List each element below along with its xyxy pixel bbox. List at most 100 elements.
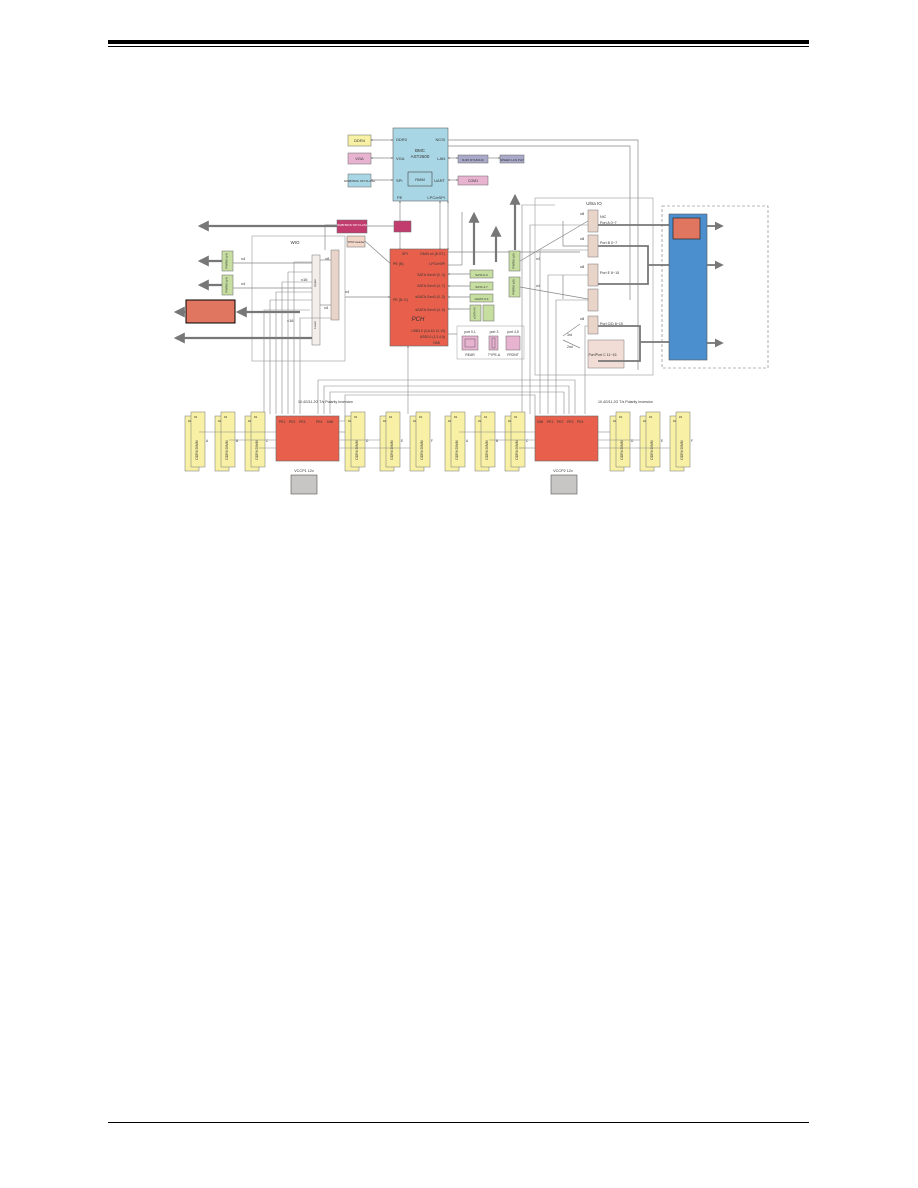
dimm-channel: D (366, 439, 369, 443)
bmc-pin-lpc: LPC/eSPI (427, 195, 445, 200)
sata-4-7-label: SATA 4-7 (475, 285, 488, 289)
pch-usb2: USB2.0 (1,2,4,6) (420, 335, 445, 339)
cpu1-vr-label: VCCP1 12v (294, 469, 314, 473)
bios-flash: 32MB BIOS SPI FLASH (336, 219, 412, 234)
riser-upper-label: Upper (313, 279, 317, 287)
dimm-slot-number: #1 (389, 415, 393, 419)
dimm-slot (250, 411, 266, 468)
nvme-left-1-label: PWRM (x4) (225, 253, 229, 269)
dimm-slot-number: #1 (419, 415, 423, 419)
nvme-slot-left-1: PWRM (x4) x4 (221, 250, 246, 272)
pch-usb3: USB3.0 (4,6,10,12,13) (411, 329, 445, 333)
uio-x4b-label: x4 (536, 283, 541, 288)
uio-port-b: Port B 0~7 (600, 241, 617, 245)
cpu2-pe1: PE1 (547, 420, 554, 424)
dimm-slot-number: #1 (649, 415, 653, 419)
cpu1-block: 10.4G/11.2G T/s Polarity Inversion PE1 P… (275, 400, 353, 462)
aiom-arrows (707, 221, 724, 348)
uio-nic: NIC (600, 215, 607, 219)
dimm-slot (415, 411, 431, 468)
usb-front-label: FRONT (507, 353, 519, 357)
upi-links (339, 394, 536, 422)
com-label: COM1 (468, 179, 478, 183)
cpu1-link-note: 10.4G/11.2G T/s Polarity Inversion (298, 400, 353, 404)
bmc-pin-vga: VGA (396, 156, 405, 161)
bmc-pin-lan: LAN (437, 156, 445, 161)
bios-flash-label: 32MB BIOS SPI FLASH (336, 223, 368, 227)
pch-dmi: DMI (433, 341, 440, 345)
dimm-slot-number: #2 (218, 419, 222, 423)
bmc-pin-ddr: DDR3 (396, 137, 408, 142)
uio-port-e: Port E 8~15 (600, 271, 619, 275)
dimm-slot (510, 411, 526, 468)
left-io-arrows (173, 220, 337, 344)
ssata-0-3-label: sSATA 0-3 (475, 297, 489, 301)
pch-spi: SPI (402, 252, 408, 256)
uio-2nd: 2nd (567, 345, 573, 349)
uio-slot1-label: PWRM (x8) (512, 253, 516, 269)
dimm-slot (190, 411, 206, 468)
uio-port-c: Port C 11~15 (595, 353, 616, 357)
dimm-slot-number: #1 (619, 415, 623, 419)
dimm-slot-number: #1 (679, 415, 683, 419)
dimm-channel: E (661, 439, 663, 443)
dimm-channel: A (206, 439, 209, 443)
dimm-slot (350, 411, 366, 468)
cpu1-pe4: PE4 (316, 420, 323, 424)
dimm-slot-number: #1 (514, 415, 518, 419)
bmc-spi-flash-label: 32MB BMC SPI FLASH (344, 179, 376, 183)
nvme-left-1-lane: x4 (241, 256, 246, 261)
ultra-io-label: Ultra IO (586, 201, 602, 206)
dimm-label: DDR4 DIMM (390, 440, 394, 459)
dimm-slot-number: #2 (673, 419, 677, 423)
cpu2-pe4: PE4 (577, 420, 584, 424)
dimm-slot (615, 411, 631, 468)
dimm-slot-number: #1 (354, 415, 358, 419)
dimm-slot-number: #2 (383, 419, 387, 423)
dimm-slot-number: #1 (194, 415, 198, 419)
bmc-pin-ncsi: NCSI (435, 137, 445, 142)
dimm-slot (480, 411, 496, 468)
wio-riser-box: WIO (251, 235, 346, 362)
header-rule-thin (108, 46, 809, 47)
pch-ssata-4-5: sSATA Gen3 (4..5) (415, 308, 445, 312)
dimm-channel: B (496, 439, 498, 443)
pch-block: PCH DMI3 x4 (8 GT) LPC/eSPI PE (B) SATA … (389, 248, 449, 347)
dimm-slot (645, 411, 661, 468)
tpm-label: TPM Header (347, 240, 364, 244)
bmc-peripherals: DDR4 VGA 32MB BMC SPI FLASH RJ45 RTL8211… (344, 134, 525, 188)
riser-connectors: Upper Lower x8 x16 x4 x16 x4 (287, 249, 350, 346)
usb-typea-icon (488, 335, 499, 351)
dimm-channel: B (236, 439, 238, 443)
dimm-slot (220, 411, 236, 468)
dimm-label: DDR4 DIMM (355, 440, 359, 459)
bmc-title: BMC (415, 148, 426, 153)
cpu2-vr: VCCP2 12v (550, 469, 578, 495)
cpu1-vr: VCCP1 12v (290, 469, 318, 495)
dimm-slot-number: #2 (508, 419, 512, 423)
pch-dmi-port: DMI3 x4 (8 GT) (420, 252, 445, 256)
uio-x4-label: x4 (536, 256, 541, 261)
riser-x16b-label: x16 (287, 318, 294, 323)
dimm-channel: C (526, 439, 529, 443)
ultra-io-box: Ultra IO (534, 197, 654, 376)
dimm-label: DDR4 DIMM (680, 440, 684, 459)
usb-front-header-icon (505, 335, 521, 351)
usb-rear-label: REAR (465, 353, 475, 357)
pch-sata-4-7: SATA Gen3 (4..7) (417, 284, 445, 288)
rmm-card-left (185, 299, 236, 324)
dimm-slot-number: #2 (478, 419, 482, 423)
bmc-connectors (370, 138, 639, 370)
cpu2-pe3: PE3 (567, 420, 574, 424)
ddr4-label: DDR4 (354, 138, 366, 143)
dimm-slot-number: #2 (348, 419, 352, 423)
riser-x16-label: x16 (301, 277, 308, 282)
